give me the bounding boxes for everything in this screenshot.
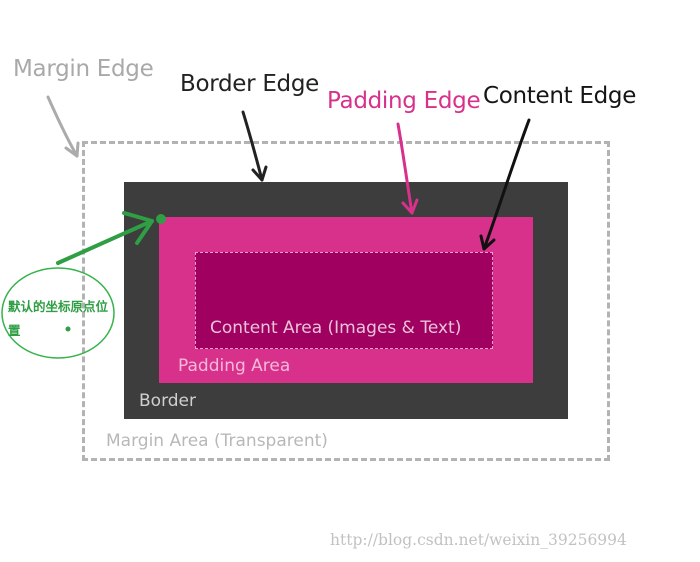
annotation-dot	[65, 326, 71, 332]
border-edge-label: Border Edge	[180, 71, 320, 97]
border-edge-arrow	[241, 110, 268, 182]
origin-note: 默认的坐标原点位置	[8, 299, 109, 338]
padding-area-label: Padding Area	[178, 356, 291, 376]
content-area-box	[195, 252, 493, 349]
origin-arrow	[56, 211, 154, 265]
margin-edge-label: Margin Edge	[13, 56, 154, 82]
padding-edge-arrow	[396, 122, 419, 215]
watermark: http://blog.csdn.net/weixin_39256994	[330, 531, 627, 549]
content-edge-label: Content Edge	[483, 83, 637, 109]
margin-edge-arrow	[46, 95, 80, 158]
origin-dot	[156, 214, 166, 224]
border-area-label: Border	[139, 391, 196, 411]
margin-area-box	[82, 141, 610, 461]
content-edge-arrow	[479, 118, 531, 251]
margin-area-label: Margin Area (Transparent)	[106, 431, 328, 451]
padding-edge-label: Padding Edge	[327, 88, 481, 114]
annotation-circle	[1, 267, 115, 359]
content-area-label: Content Area (Images & Text)	[210, 318, 462, 338]
